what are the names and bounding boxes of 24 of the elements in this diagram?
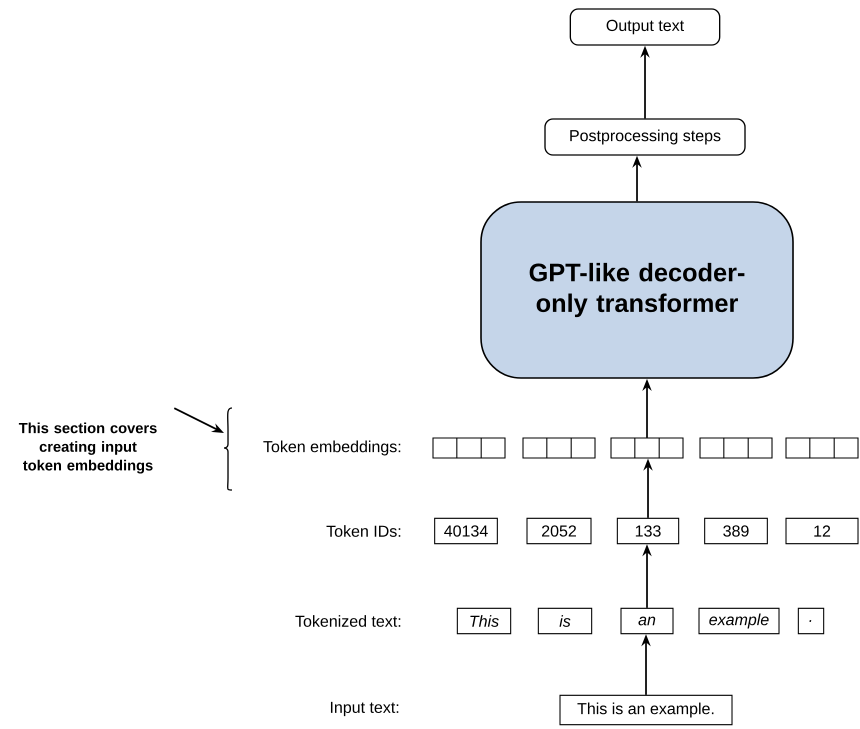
token-id-box: 389 [704,518,768,544]
token-box: This [456,608,512,634]
process-box: Output text [570,8,720,46]
token-box: example [698,608,780,634]
embedding-vector [432,437,506,459]
embedding-vector [699,437,773,459]
embedding-vector [785,437,859,459]
token-box: an [620,608,674,634]
process-box: Postprocessing steps [544,118,746,156]
embedding-vector [522,437,596,459]
token-box: is [538,608,592,634]
row-label: Token IDs: [326,525,400,537]
annotation-text: This section covers creating input token embeddings [18,422,157,474]
token-box: . [798,608,824,634]
row-label: Input text: [330,702,398,716]
input-text-box: This is an example. [559,694,733,726]
embedding-vector [610,437,684,459]
token-id-box: 2052 [526,518,592,544]
row-label: Tokenized text: [295,615,400,627]
token-id-box: 133 [616,518,680,544]
token-id-box: 40134 [434,518,498,544]
model-box: GPT-like decoder-only transformer [480,201,794,379]
row-label: Token embeddings: [263,440,400,456]
token-id-box: 12 [785,518,859,544]
